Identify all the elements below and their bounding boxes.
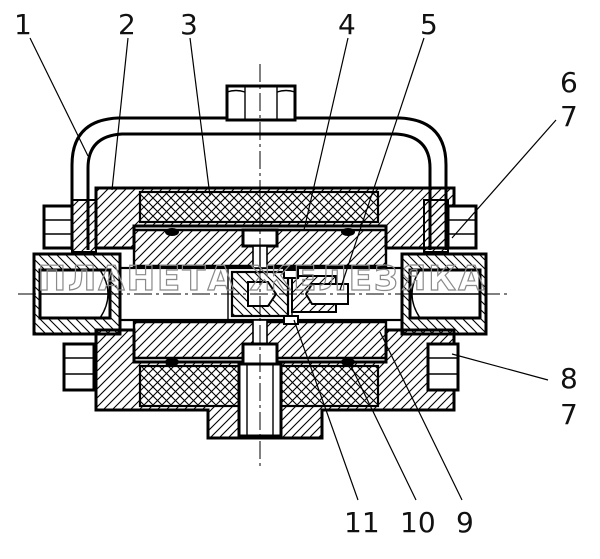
leader-lines <box>29 37 557 501</box>
callout-2: 2 <box>118 8 136 41</box>
callout-4: 4 <box>338 8 356 41</box>
callout-8: 8 <box>560 362 578 395</box>
callout-3: 3 <box>180 8 198 41</box>
callout-6: 6 <box>560 66 578 99</box>
callout-7-upper: 7 <box>560 100 578 133</box>
watermark-text: ПЛАНЕТА ЖЕЛЕЗЯКА <box>38 259 487 299</box>
bolt-bottom-left <box>62 342 96 392</box>
seal-rings <box>165 228 355 366</box>
callout-5: 5 <box>420 8 438 41</box>
callout-10: 10 <box>400 506 436 539</box>
top-hex-nut <box>225 84 297 122</box>
callout-9: 9 <box>456 506 474 539</box>
callout-1: 1 <box>14 8 32 41</box>
bolt-bottom-right <box>426 342 460 392</box>
center-lines <box>18 64 510 470</box>
bolt-top-right <box>423 199 478 253</box>
callout-7-lower: 7 <box>560 398 578 431</box>
bolt-top-left <box>42 199 97 253</box>
callout-11: 11 <box>344 506 380 539</box>
